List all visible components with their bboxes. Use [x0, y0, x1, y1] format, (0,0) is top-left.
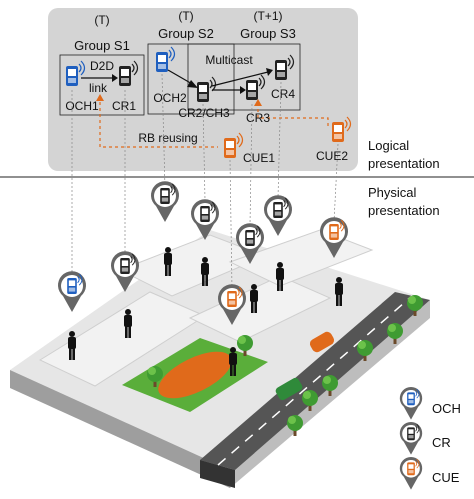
group-s1-slot: (T) [94, 13, 109, 27]
multicast-label: Multicast [205, 53, 253, 67]
d2d-link-arrow [81, 74, 118, 82]
och-pin-icon [58, 271, 86, 312]
logical-label-line2: presentation [368, 156, 440, 171]
cr2cr3-label: CR2/CH3 [178, 106, 230, 120]
group-s3-title: Group S3 [240, 26, 296, 41]
s2-link-arrow [167, 69, 198, 88]
logical-label-line1: Logical [368, 138, 409, 153]
och1-label: OCH1 [65, 99, 99, 113]
legend-cr-label: CR [432, 435, 451, 450]
cue2-label: CUE2 [316, 149, 348, 163]
rb-reusing-line [96, 94, 329, 148]
legend-cue-label: CUE [432, 470, 460, 485]
group-s2-title: Group S2 [158, 26, 214, 41]
group-s3-box [187, 43, 301, 111]
orange-car-icon [309, 331, 335, 353]
group-s1-title: Group S1 [74, 38, 130, 53]
multicast-arrows [211, 68, 273, 94]
cr-pin-icon [264, 195, 292, 236]
legend-och-label: OCH [432, 401, 461, 416]
legend-cr-pin-icon [399, 422, 423, 455]
legend: OCH CR CUE [399, 387, 461, 490]
group-s2-slot: (T) [178, 9, 193, 23]
cr3-label: CR3 [246, 111, 270, 125]
link-label: link [89, 81, 108, 95]
cr1-label: CR1 [112, 99, 136, 113]
road [200, 292, 430, 488]
physical-label-line2: presentation [368, 203, 440, 218]
rb-reusing-label: RB reusing [138, 131, 197, 145]
legend-cue-pin-icon [399, 457, 423, 490]
legend-och-pin-icon [399, 387, 423, 420]
physical-label-line1: Physical [368, 185, 417, 200]
connector-lines [71, 73, 339, 291]
cr-pin-icon [151, 181, 179, 222]
green-car-icon [275, 377, 303, 401]
d2d-label: D2D [90, 59, 114, 73]
cue1-label: CUE1 [243, 151, 275, 165]
group-s3-slot: (T+1) [253, 9, 282, 23]
och2-label: OCH2 [153, 91, 187, 105]
cr4-label: CR4 [271, 87, 295, 101]
group-s1-box [59, 54, 145, 116]
